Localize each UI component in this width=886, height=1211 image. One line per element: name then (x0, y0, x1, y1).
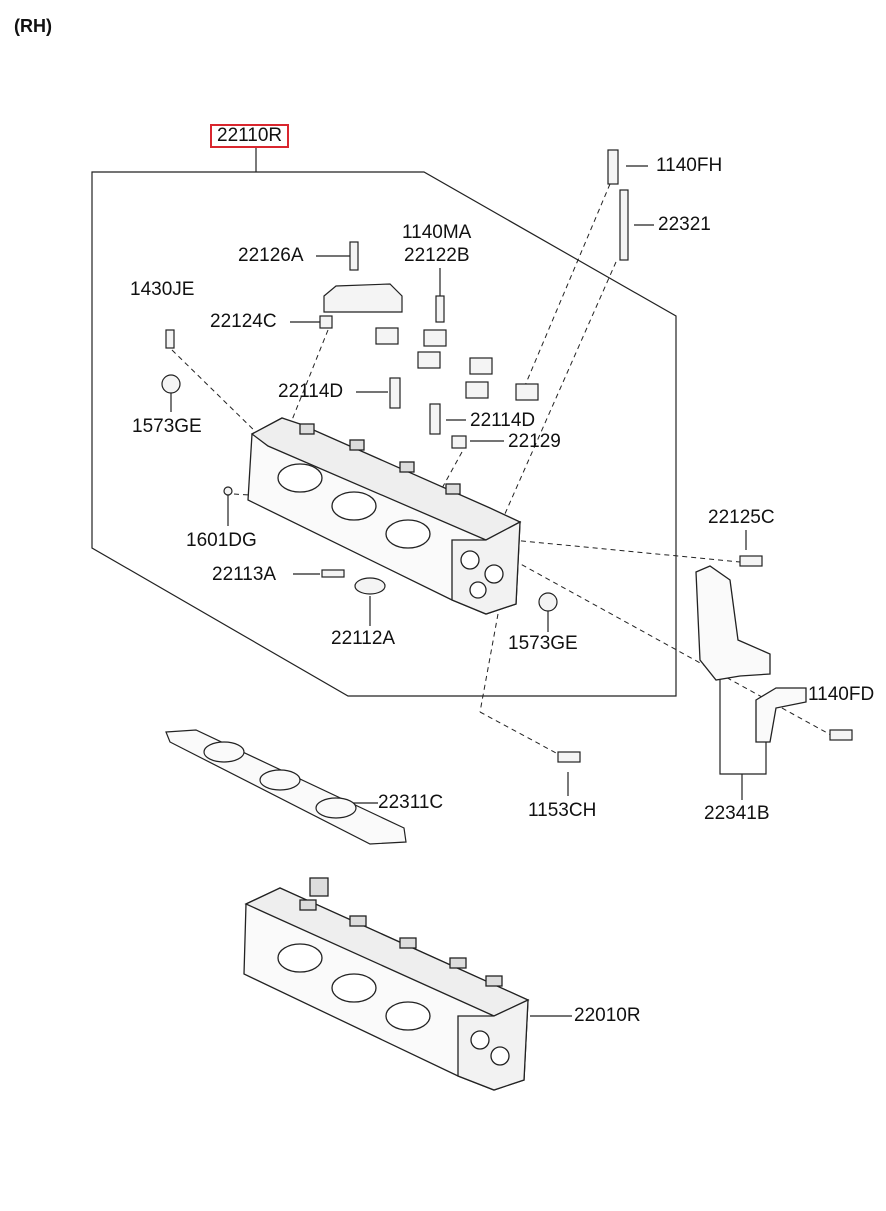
part-label-22122B[interactable]: 22122B (404, 245, 470, 266)
engine-bracket (695, 565, 807, 743)
stud-22125C (739, 555, 763, 567)
pin-22113A (321, 569, 345, 578)
seal-22112A (354, 577, 386, 595)
part-label-1153CH[interactable]: 1153CH (528, 800, 597, 821)
head-gasket (165, 729, 407, 845)
part-label-22114D-lower[interactable]: 22114D (470, 410, 536, 431)
part-label-1140FH[interactable]: 1140FH (656, 155, 723, 176)
part-label-22311C[interactable]: 22311C (378, 792, 444, 813)
dowel-22124C (319, 315, 333, 329)
part-label-1601DG[interactable]: 1601DG (186, 530, 257, 551)
part-label-1573GE-left[interactable]: 1573GE (132, 416, 202, 437)
plug-1601DG (223, 486, 233, 496)
part-label-22126A[interactable]: 22126A (238, 245, 304, 266)
bolt-22126A (349, 241, 359, 271)
filter-22129 (451, 435, 467, 449)
cam-bracket-22124C (323, 283, 403, 313)
part-label-22010R[interactable]: 22010R (574, 1005, 641, 1026)
part-label-22110R[interactable]: 22110R (210, 124, 290, 148)
bolt-22122B (435, 295, 445, 323)
bolt-1140FH (607, 149, 619, 185)
part-label-1140MA[interactable]: 1140MA (402, 222, 472, 243)
part-label-1573GE-right[interactable]: 1573GE (508, 633, 578, 654)
tube-22114D-b (429, 403, 441, 435)
side-label: (RH) (14, 16, 52, 36)
part-label-22124C[interactable]: 22124C (210, 311, 277, 332)
cap-1573GE-a (161, 374, 181, 394)
part-label-22114D-upper[interactable]: 22114D (278, 381, 344, 402)
plug-1430JE (165, 329, 175, 349)
cap-1573GE-b (538, 592, 558, 612)
tube-22114D-a (389, 377, 401, 409)
cylinder-head-assembly (247, 417, 522, 615)
assembly-group-outline (91, 148, 677, 697)
part-label-22125C[interactable]: 22125C (708, 507, 775, 528)
part-label-1140FD[interactable]: 1140FD (808, 684, 875, 705)
part-label-22113A[interactable]: 22113A (212, 564, 277, 585)
small-parts (161, 149, 853, 763)
bolt-22321 (619, 189, 629, 261)
bolt-1140FD (829, 729, 853, 741)
cylinder-head-bare (243, 877, 530, 1091)
part-label-22129[interactable]: 22129 (508, 431, 561, 452)
part-label-1430JE[interactable]: 1430JE (130, 279, 195, 300)
stud-1153CH (557, 751, 581, 763)
part-label-22341B[interactable]: 22341B (704, 803, 770, 824)
part-label-22112A[interactable]: 22112A (331, 628, 396, 649)
part-label-22321[interactable]: 22321 (658, 214, 711, 235)
